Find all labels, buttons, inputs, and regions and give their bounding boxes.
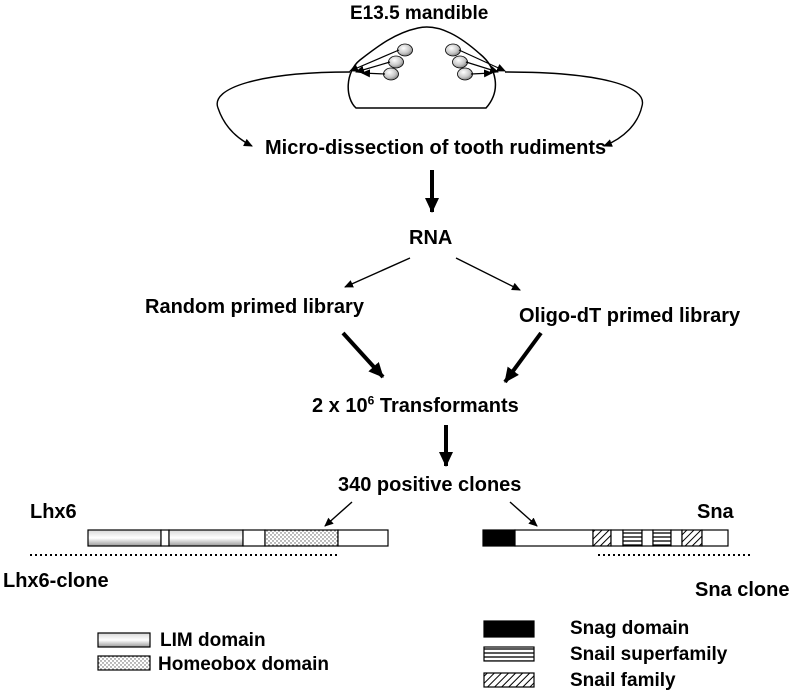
label-rna: RNA [409, 227, 453, 249]
sna-tail [701, 529, 729, 547]
legend-label-homeobox: Homeobox domain [158, 654, 330, 675]
tooth-rudiment-bead [397, 43, 413, 57]
legend-swatch-snail-family [483, 672, 535, 688]
curved-arrow-left [216, 71, 351, 147]
arrow-rna-to-oligo [455, 257, 521, 291]
arrow-rna-to-random [344, 257, 411, 288]
transformants-suffix: Transformants [374, 395, 519, 417]
legend-label-snail-superfamily: Snail superfamily [570, 644, 728, 665]
sna-snail-superfamily-2 [652, 529, 672, 547]
sna-gap-2 [641, 529, 654, 547]
arrow-random-to-transformants [341, 331, 385, 379]
lhx6-tail [337, 529, 389, 547]
lhx6-homeobox-domain [264, 529, 339, 547]
sna-snail-family-1 [592, 529, 612, 547]
label-lhx6-clone: Lhx6-clone [3, 570, 109, 592]
legend-label-snag: Snag domain [570, 618, 690, 639]
label-sna-clone: Sna clone [695, 579, 790, 601]
label-positive-clones: 340 positive clones [338, 474, 522, 496]
tooth-rudiment-bead [388, 55, 404, 69]
tooth-rudiment-bead [457, 67, 473, 81]
transformants-exponent: 6 [367, 393, 375, 408]
lhx6-linker [242, 529, 266, 547]
lhx6-lim-domain-1 [87, 529, 162, 547]
sna-snag-domain [482, 529, 516, 547]
sna-linker [514, 529, 594, 547]
label-microdissection: Micro-dissection of tooth rudiments [265, 137, 607, 159]
label-transformants: 2 x 106 Transformants [312, 393, 519, 417]
sna-gene-bar [482, 529, 729, 547]
label-lhx6: Lhx6 [30, 501, 77, 523]
arrow-oligo-to-transformants [503, 331, 543, 384]
legend-swatch-lim [97, 632, 151, 648]
legend-swatch-snail-superfamily [483, 646, 535, 662]
arrow-to-sna [509, 501, 538, 527]
label-sna: Sna [697, 501, 734, 523]
tooth-rudiment-bead [445, 43, 461, 57]
lhx6-gene-bar [87, 529, 389, 547]
bead-arrows-left [349, 49, 400, 78]
arrow-to-lhx6 [324, 501, 353, 527]
bead-arrows-right [458, 49, 506, 78]
legend-label-snail-family: Snail family [570, 670, 676, 691]
sna-gap-3 [670, 529, 683, 547]
label-e13-mandible: E13.5 mandible [350, 3, 489, 24]
lhx6-spacer [160, 529, 170, 547]
legend-swatch-homeobox [97, 655, 151, 671]
transformants-prefix: 2 x 10 [312, 395, 368, 417]
curved-arrow-right [504, 71, 644, 147]
label-random-library: Random primed library [145, 296, 364, 318]
label-oligo-library: Oligo-dT primed library [519, 305, 741, 327]
sna-snail-family-2 [681, 529, 703, 547]
sna-snail-superfamily-1 [622, 529, 643, 547]
sna-gap-1 [610, 529, 624, 547]
tooth-rudiment-bead [452, 55, 468, 69]
lhx6-lim-domain-2 [168, 529, 244, 547]
legend-swatch-snag [483, 620, 535, 638]
tooth-rudiment-bead [383, 67, 399, 81]
legend-label-lim: LIM domain [160, 630, 266, 651]
